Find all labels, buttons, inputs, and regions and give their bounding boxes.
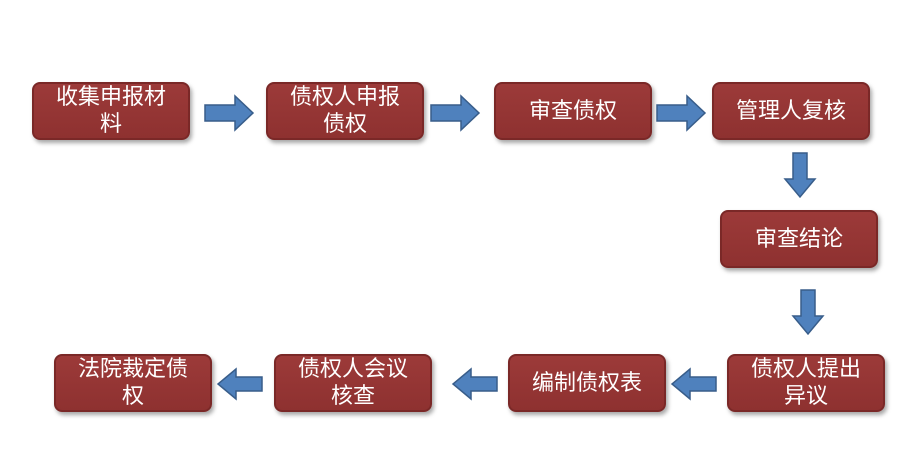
flow-step-creditor-objection: 债权人提出 异议 — [727, 354, 885, 412]
flow-step-administrator-recheck: 管理人复核 — [712, 82, 870, 140]
arrow-right-icon — [430, 94, 481, 132]
flow-step-review-claims: 审查债权 — [494, 82, 652, 140]
flow-step-court-ruling: 法院裁定债 权 — [54, 354, 212, 412]
arrow-right-icon — [204, 94, 255, 132]
flow-step-creditor-declare: 债权人申报 债权 — [266, 82, 424, 140]
flow-step-review-conclusion: 审查结论 — [720, 210, 878, 268]
arrow-down-icon — [783, 152, 817, 199]
arrow-right-icon — [656, 94, 707, 132]
flow-step-creditors-meeting-verification: 债权人会议 核查 — [274, 354, 432, 412]
arrow-left-icon — [670, 367, 717, 401]
flow-step-collect-materials: 收集申报材 料 — [32, 82, 190, 140]
arrow-left-icon — [216, 367, 263, 401]
flow-step-compile-claims-table: 编制债权表 — [508, 354, 666, 412]
arrow-left-icon — [451, 367, 498, 401]
arrow-down-icon — [791, 289, 825, 336]
